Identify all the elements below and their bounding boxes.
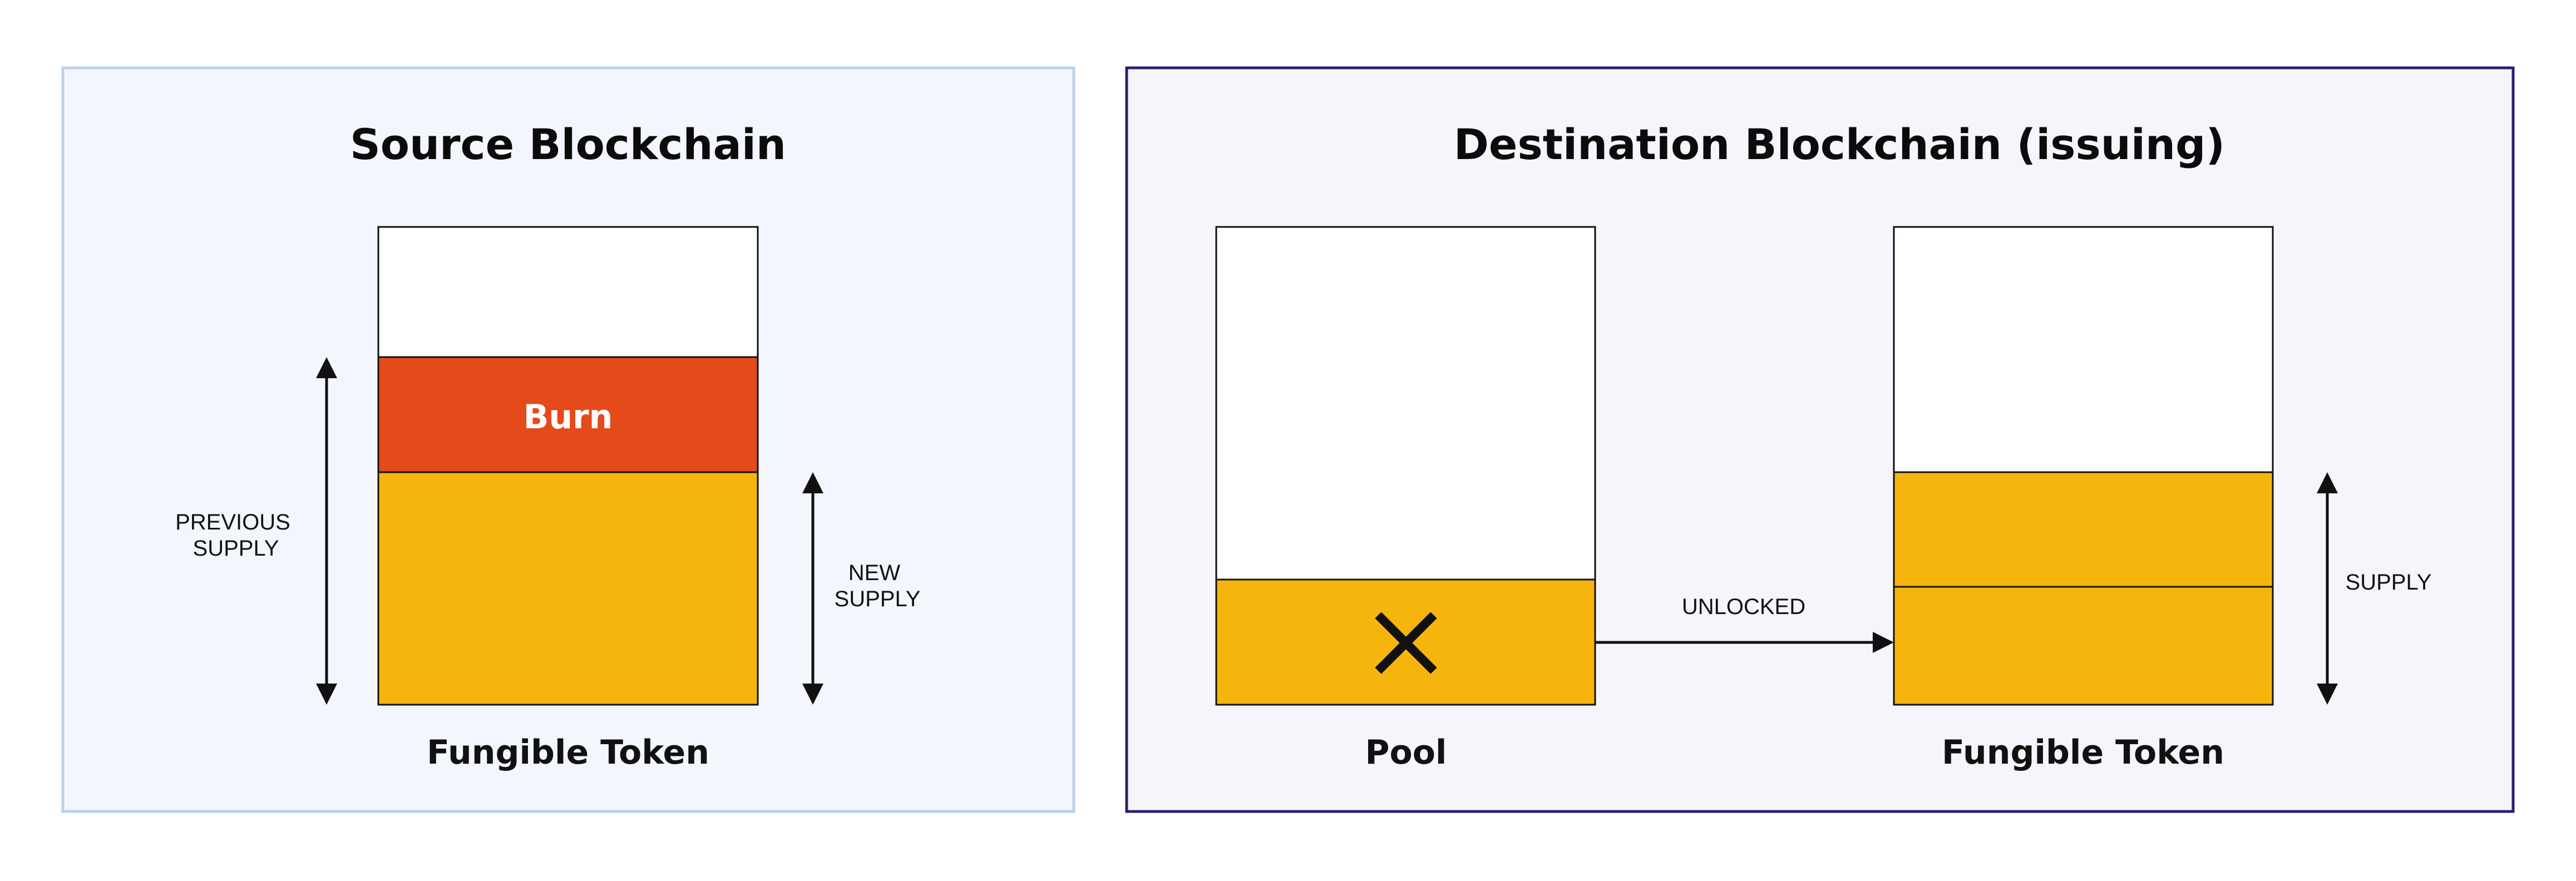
new-supply-label: NEW SUPPLY [835, 561, 921, 611]
destination-panel-title: Destination Blockchain (issuing) [1454, 120, 2225, 169]
pool-empty-segment [1215, 226, 1596, 581]
source-token-empty-segment [377, 226, 759, 358]
unlocked-label: UNLOCKED [1682, 595, 1805, 619]
previous-supply-label: PREVIOUS SUPPLY [175, 510, 297, 561]
supply-arrow [2317, 472, 2338, 705]
previous-supply-line-1: PREVIOUS [175, 510, 290, 534]
supply-label: SUPPLY [2346, 570, 2432, 595]
destination-token-empty-segment [1893, 226, 2274, 473]
previous-supply-line-2: SUPPLY [193, 536, 279, 561]
source-fungible-token-bar: Burn [377, 226, 759, 706]
source-token-label: Fungible Token [427, 733, 709, 772]
burn-label: Burn [524, 398, 613, 437]
close-icon [1375, 612, 1437, 674]
new-supply-arrow [802, 472, 823, 705]
destination-fungible-token-bar [1893, 226, 2274, 706]
source-panel-title: Source Blockchain [350, 120, 786, 169]
pool-bar [1215, 226, 1596, 706]
new-supply-line-1: NEW [848, 561, 901, 585]
destination-minted-segment [1893, 471, 2274, 588]
destination-blockchain-panel: Destination Blockchain (issuing) Pool UN… [1125, 66, 2515, 813]
new-supply-line-2: SUPPLY [835, 587, 921, 611]
source-new-supply-segment [377, 471, 759, 706]
destination-token-label: Fungible Token [1942, 733, 2224, 772]
source-blockchain-panel: Source Blockchain Burn Fungible Token PR… [61, 66, 1075, 813]
pool-label: Pool [1365, 733, 1447, 772]
destination-unlocked-segment [1893, 586, 2274, 706]
burn-segment [377, 356, 759, 473]
unlocked-arrow [1595, 632, 1894, 653]
previous-supply-arrow [316, 357, 337, 705]
